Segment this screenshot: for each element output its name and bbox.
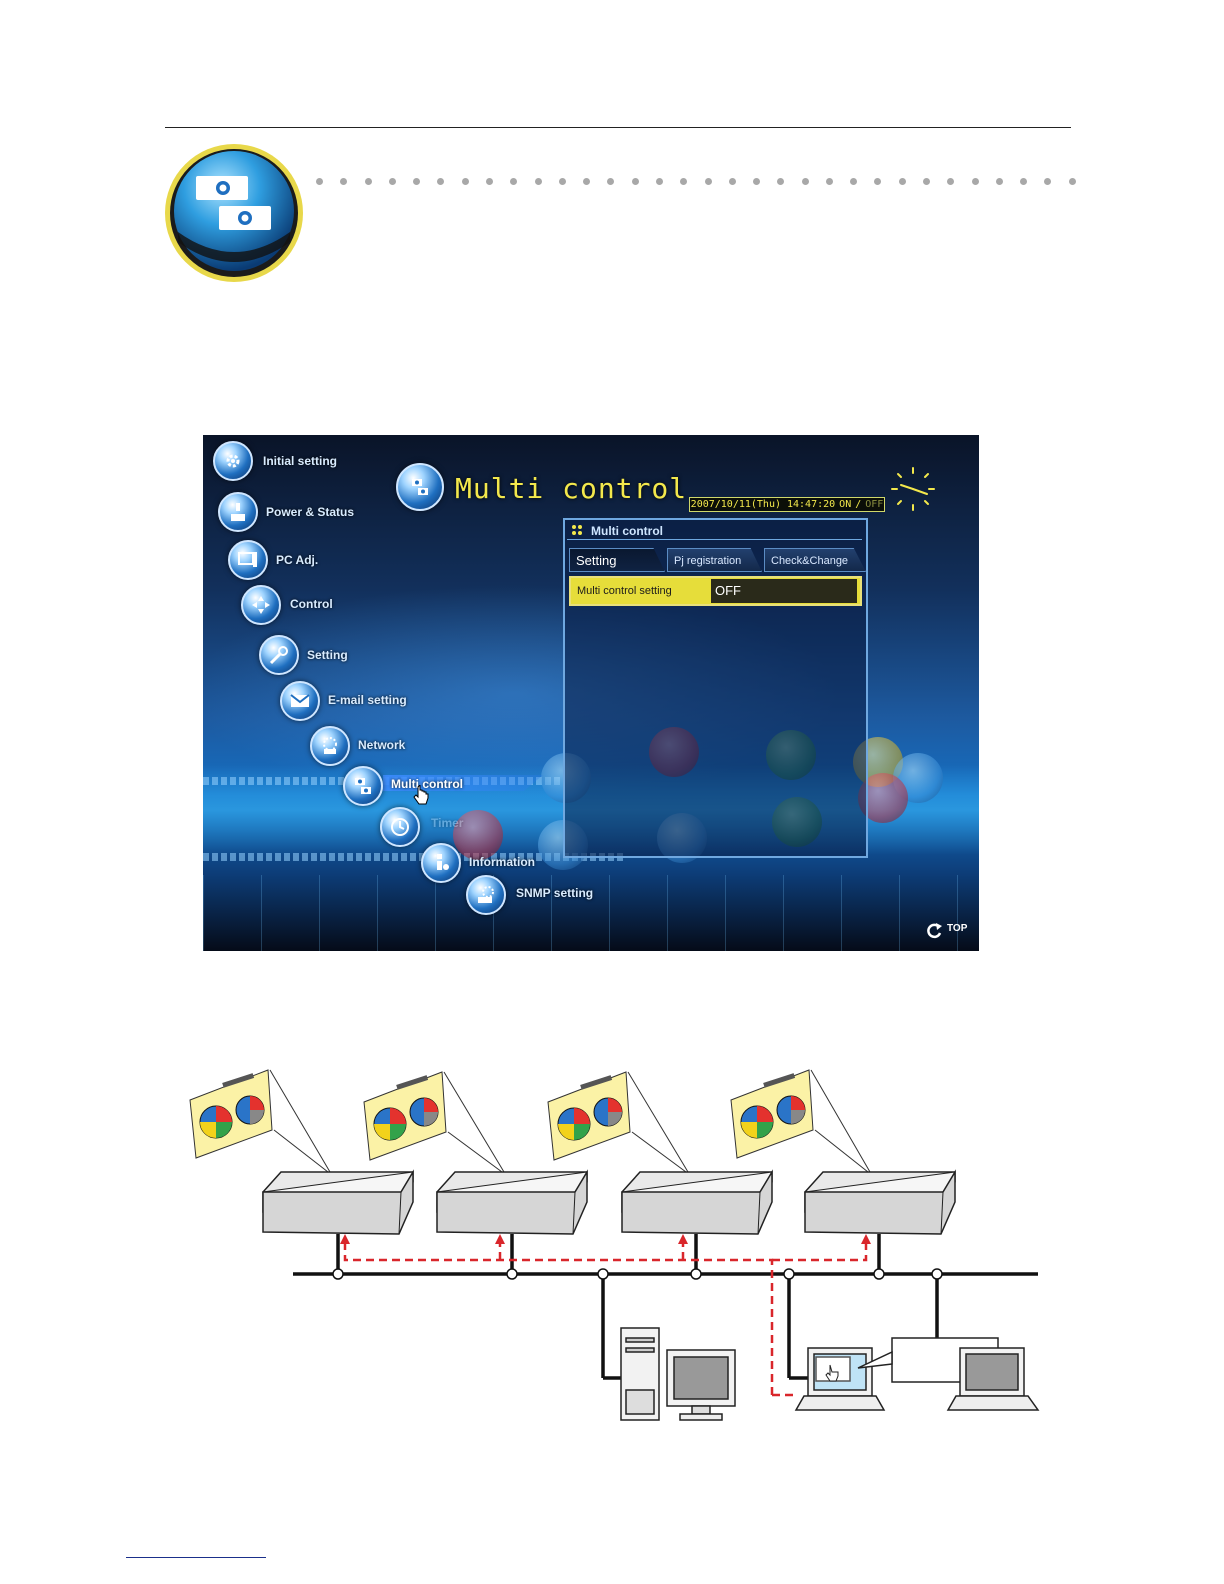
title-projector-icon bbox=[396, 463, 444, 511]
menu-label: Timer bbox=[431, 816, 463, 830]
power-off-text: OFF bbox=[865, 499, 883, 510]
clock-icon bbox=[380, 807, 420, 847]
web-control-screen: Initial setting Power & Status PC Adj. C… bbox=[203, 435, 979, 951]
panel-title: Multi control bbox=[567, 522, 862, 540]
projector-1 bbox=[263, 1172, 413, 1234]
datetime-status: 2007/10/11(Thu) 14:47:20 ON / OFF bbox=[689, 497, 885, 512]
panel-tabs: Setting Pj registration Check&Change bbox=[569, 548, 866, 572]
hand-cursor-icon bbox=[413, 785, 429, 805]
projector-chapter-icon bbox=[163, 142, 305, 284]
setting-value[interactable]: OFF bbox=[711, 579, 857, 603]
menu-label: Network bbox=[358, 738, 405, 752]
power-separator: / bbox=[855, 499, 861, 510]
network-diagram bbox=[180, 1060, 1050, 1440]
projected-screen-3 bbox=[548, 1072, 688, 1172]
menu-label: PC Adj. bbox=[276, 553, 318, 567]
control-arrowheads bbox=[340, 1234, 871, 1244]
gear-icon bbox=[213, 441, 253, 481]
projected-screen-2 bbox=[364, 1072, 504, 1172]
menu-label: Initial setting bbox=[263, 454, 337, 468]
wrench-icon bbox=[259, 635, 299, 675]
envelope-icon bbox=[280, 681, 320, 721]
datetime-text: 2007/10/11(Thu) 14:47:20 bbox=[691, 499, 836, 510]
projected-screen-1 bbox=[190, 1070, 330, 1172]
clock-icon bbox=[889, 465, 937, 513]
top-rule bbox=[165, 127, 1071, 128]
menu-label: Power & Status bbox=[266, 505, 354, 519]
menu-label: Control bbox=[290, 597, 333, 611]
projector-2 bbox=[437, 1172, 587, 1234]
menu-label: SNMP setting bbox=[516, 886, 593, 900]
multi-control-setting-row[interactable]: Multi control setting OFF bbox=[569, 576, 862, 606]
menu-label: Setting bbox=[307, 648, 348, 662]
menu-label: E-mail setting bbox=[328, 693, 407, 707]
tab-check-change[interactable]: Check&Change bbox=[764, 548, 866, 572]
arrows-icon bbox=[241, 585, 281, 625]
top-link[interactable]: TOP bbox=[947, 923, 967, 934]
multi-control-panel: Multi control Setting Pj registration Ch… bbox=[563, 518, 868, 858]
snmp-icon bbox=[466, 875, 506, 915]
menu-label: Information bbox=[469, 855, 535, 869]
projector-4 bbox=[805, 1172, 955, 1234]
page-title: Multi control bbox=[455, 472, 687, 505]
network-icon bbox=[310, 726, 350, 766]
tab-setting[interactable]: Setting bbox=[569, 548, 665, 572]
projector-3 bbox=[622, 1172, 772, 1234]
laptop bbox=[948, 1348, 1038, 1410]
bottom-rule bbox=[126, 1557, 266, 1558]
monitor-icon bbox=[228, 540, 268, 580]
setting-label: Multi control setting bbox=[571, 585, 711, 597]
projector-icon bbox=[343, 766, 383, 806]
power-on-text: ON bbox=[839, 499, 851, 510]
dotted-divider bbox=[316, 178, 1076, 188]
tab-pj-registration[interactable]: Pj registration bbox=[667, 548, 762, 572]
laptop-controller bbox=[796, 1348, 884, 1410]
return-arrow-icon bbox=[925, 921, 943, 939]
grid-dots-icon bbox=[571, 524, 583, 536]
projected-screen-4 bbox=[731, 1070, 870, 1172]
info-icon bbox=[421, 843, 461, 883]
desktop-computer bbox=[621, 1328, 735, 1420]
power-status-icon bbox=[218, 492, 258, 532]
